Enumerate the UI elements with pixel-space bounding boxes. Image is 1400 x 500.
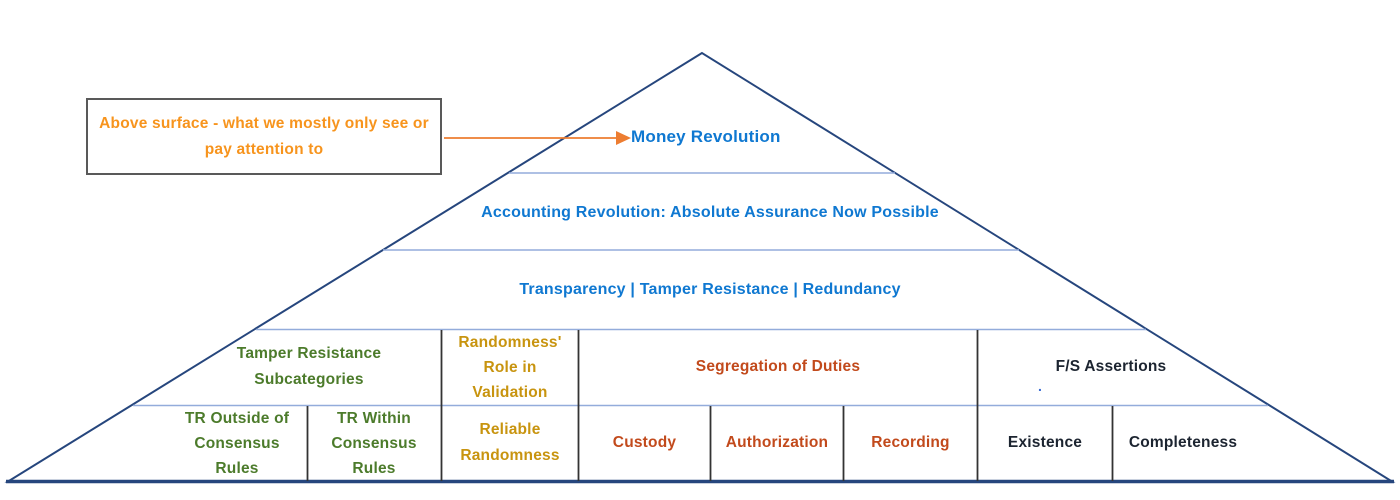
detail-cell-custody: Custody (612, 434, 677, 451)
category-cell-segregation-of-duties: Segregation of Duties (695, 358, 861, 375)
detail-cell-existence: Existence (1007, 434, 1083, 451)
category-cell-randomness-role: Randomness' Role in Validation (458, 333, 562, 401)
level-pillars: Transparency | Tamper Resistance | Redun… (519, 281, 901, 298)
annotation-box: Above surface - what we mostly only see … (86, 98, 442, 175)
category-cell-fs-assertions: F/S Assertions (1055, 358, 1167, 375)
level-money-revolution: Money Revolution (631, 127, 781, 146)
category-cell-tamper-resistance-subcategories: Tamper Resistance Subcategories (236, 345, 382, 388)
detail-cell-tr-within-consensus: TR Within Consensus Rules (331, 409, 417, 477)
full-height-cell-dividers (440, 330, 979, 481)
annotation-text: Above surface - what we mostly only see … (99, 114, 429, 158)
detail-row-cell-dividers (306, 406, 1114, 481)
detail-cell-authorization: Authorization (725, 434, 829, 451)
annotation-arrow (444, 131, 631, 145)
detail-cell-completeness: Completeness (1128, 434, 1238, 451)
detail-cell-recording: Recording (871, 434, 950, 451)
detail-cell-tr-outside-consensus: TR Outside of Consensus Rules (184, 409, 290, 477)
level-accounting-revolution: Accounting Revolution: Absolute Assuranc… (481, 204, 939, 221)
detail-cell-reliable-randomness: Reliable Randomness (460, 421, 560, 464)
arrowhead-icon (616, 131, 631, 145)
stray-period-mark: . (1038, 378, 1042, 394)
